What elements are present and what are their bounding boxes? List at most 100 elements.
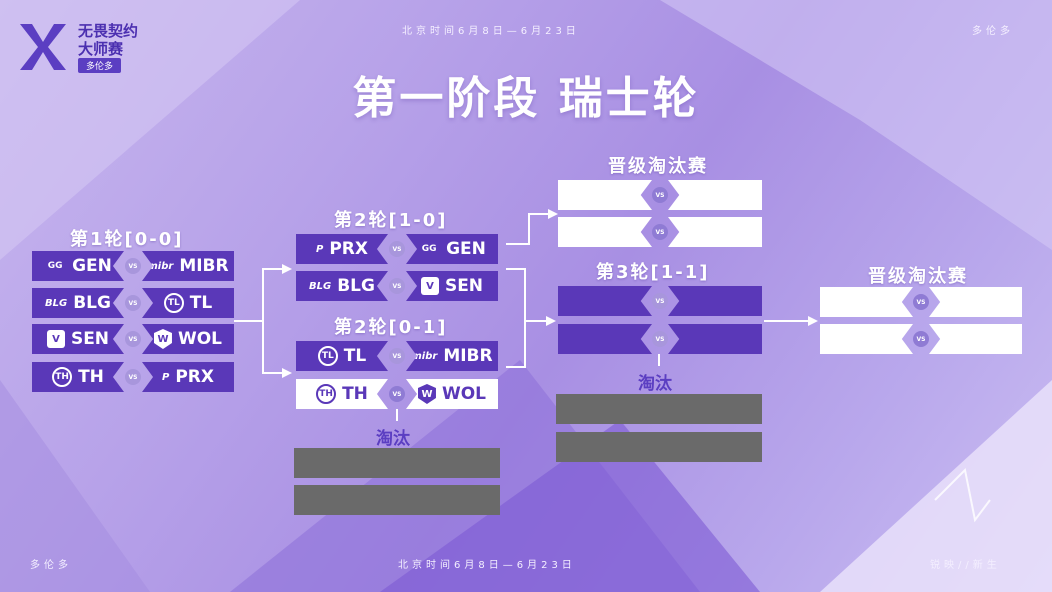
team-right-empty: [668, 324, 762, 354]
team-right-empty: [929, 324, 1022, 354]
wol-logo-icon: W: [417, 384, 436, 404]
eliminated-slot: [294, 485, 500, 515]
connector-line: [262, 372, 284, 374]
header-date-range: 北京时间6月8日—6月23日: [402, 26, 580, 37]
tl-logo-icon: TL: [317, 346, 338, 366]
page-title: 第一阶段 瑞士轮: [352, 73, 700, 124]
logo-title-line2: 大师赛: [78, 40, 124, 58]
advance-slot-2: VS: [558, 217, 762, 247]
logo-tag: 多伦多: [78, 58, 122, 73]
team-right-empty: [668, 217, 762, 247]
arrow-icon: [546, 316, 556, 326]
team-name: GEN: [72, 256, 112, 276]
valorant-masters-logo-icon: [20, 24, 66, 70]
match-r3-1: VS: [558, 286, 762, 316]
team-right-empty: [929, 287, 1022, 317]
team-right: mibr MIBR: [406, 341, 498, 371]
team-name: TL: [343, 346, 367, 366]
footer-date-range: 北京时间6月8日—6月23日: [398, 560, 576, 571]
eliminated-label: 淘汰: [638, 374, 672, 394]
team-left-empty: [558, 217, 652, 247]
team-left-empty: [558, 324, 652, 354]
connector-line: [396, 409, 398, 421]
team-left-empty: [820, 287, 913, 317]
vs-badge: VS: [652, 187, 668, 203]
connector-line: [658, 354, 660, 366]
round2-high-label: 第2轮[1-0]: [334, 210, 448, 231]
round2-low-label: 第2轮[0-1]: [334, 317, 448, 338]
advance-slot-1: VS: [558, 180, 762, 210]
eliminated-slot: [556, 432, 762, 462]
team-name: BLG: [73, 293, 111, 313]
team-name: MIBR: [443, 346, 493, 366]
wol-logo-icon: W: [153, 329, 172, 349]
vs-badge: VS: [652, 224, 668, 240]
team-name: SEN: [70, 329, 110, 349]
team-name: PRX: [175, 367, 214, 387]
advance-label-2: 晋级淘汰赛: [868, 266, 968, 287]
team-name: PRX: [329, 239, 368, 259]
eliminated-label: 淘汰: [376, 429, 410, 449]
vs-badge: VS: [125, 331, 141, 347]
team-left-empty: [558, 286, 652, 316]
vs-badge: VS: [125, 295, 141, 311]
team-name: WOL: [177, 329, 223, 349]
tl-logo-icon: TL: [163, 293, 184, 313]
vs-badge: VS: [125, 258, 141, 274]
arrow-icon: [282, 368, 292, 378]
connector-line: [524, 268, 526, 368]
connector-line: [262, 268, 284, 270]
mibr-logo-icon: mibr: [411, 350, 438, 362]
arrow-icon: [548, 209, 558, 219]
sen-logo-icon: V: [46, 330, 65, 348]
arrow-icon: [282, 264, 292, 274]
header-city: 多伦多: [972, 26, 1014, 37]
vs-badge: VS: [913, 294, 929, 310]
connector-line: [262, 268, 264, 372]
team-name: SEN: [444, 276, 484, 296]
team-name: MIBR: [179, 256, 229, 276]
team-name: TH: [342, 384, 368, 404]
advance-slot-3: VS: [820, 287, 1022, 317]
footer-slogan: 锐映//新生: [930, 560, 1001, 571]
connector-line: [528, 213, 550, 215]
connector-line: [524, 320, 548, 322]
blg-logo-icon: BLG: [45, 297, 68, 309]
eliminated-slot: [556, 394, 762, 424]
advance-slot-4: VS: [820, 324, 1022, 354]
match-r3-2: VS: [558, 324, 762, 354]
team-left-empty: [820, 324, 913, 354]
round1-label: 第1轮[0-0]: [70, 229, 184, 250]
vs-badge: VS: [389, 241, 405, 257]
vs-badge: VS: [389, 278, 405, 294]
team-name: GEN: [446, 239, 486, 259]
team-name: TL: [189, 293, 213, 313]
th-logo-icon: TH: [316, 384, 337, 404]
team-right-empty: [668, 286, 762, 316]
connector-line: [506, 366, 526, 368]
eliminated-slot: [294, 448, 500, 478]
blg-logo-icon: BLG: [309, 280, 332, 292]
team-name: TH: [78, 367, 104, 387]
connector-line: [528, 213, 530, 245]
vs-badge: VS: [652, 331, 668, 347]
